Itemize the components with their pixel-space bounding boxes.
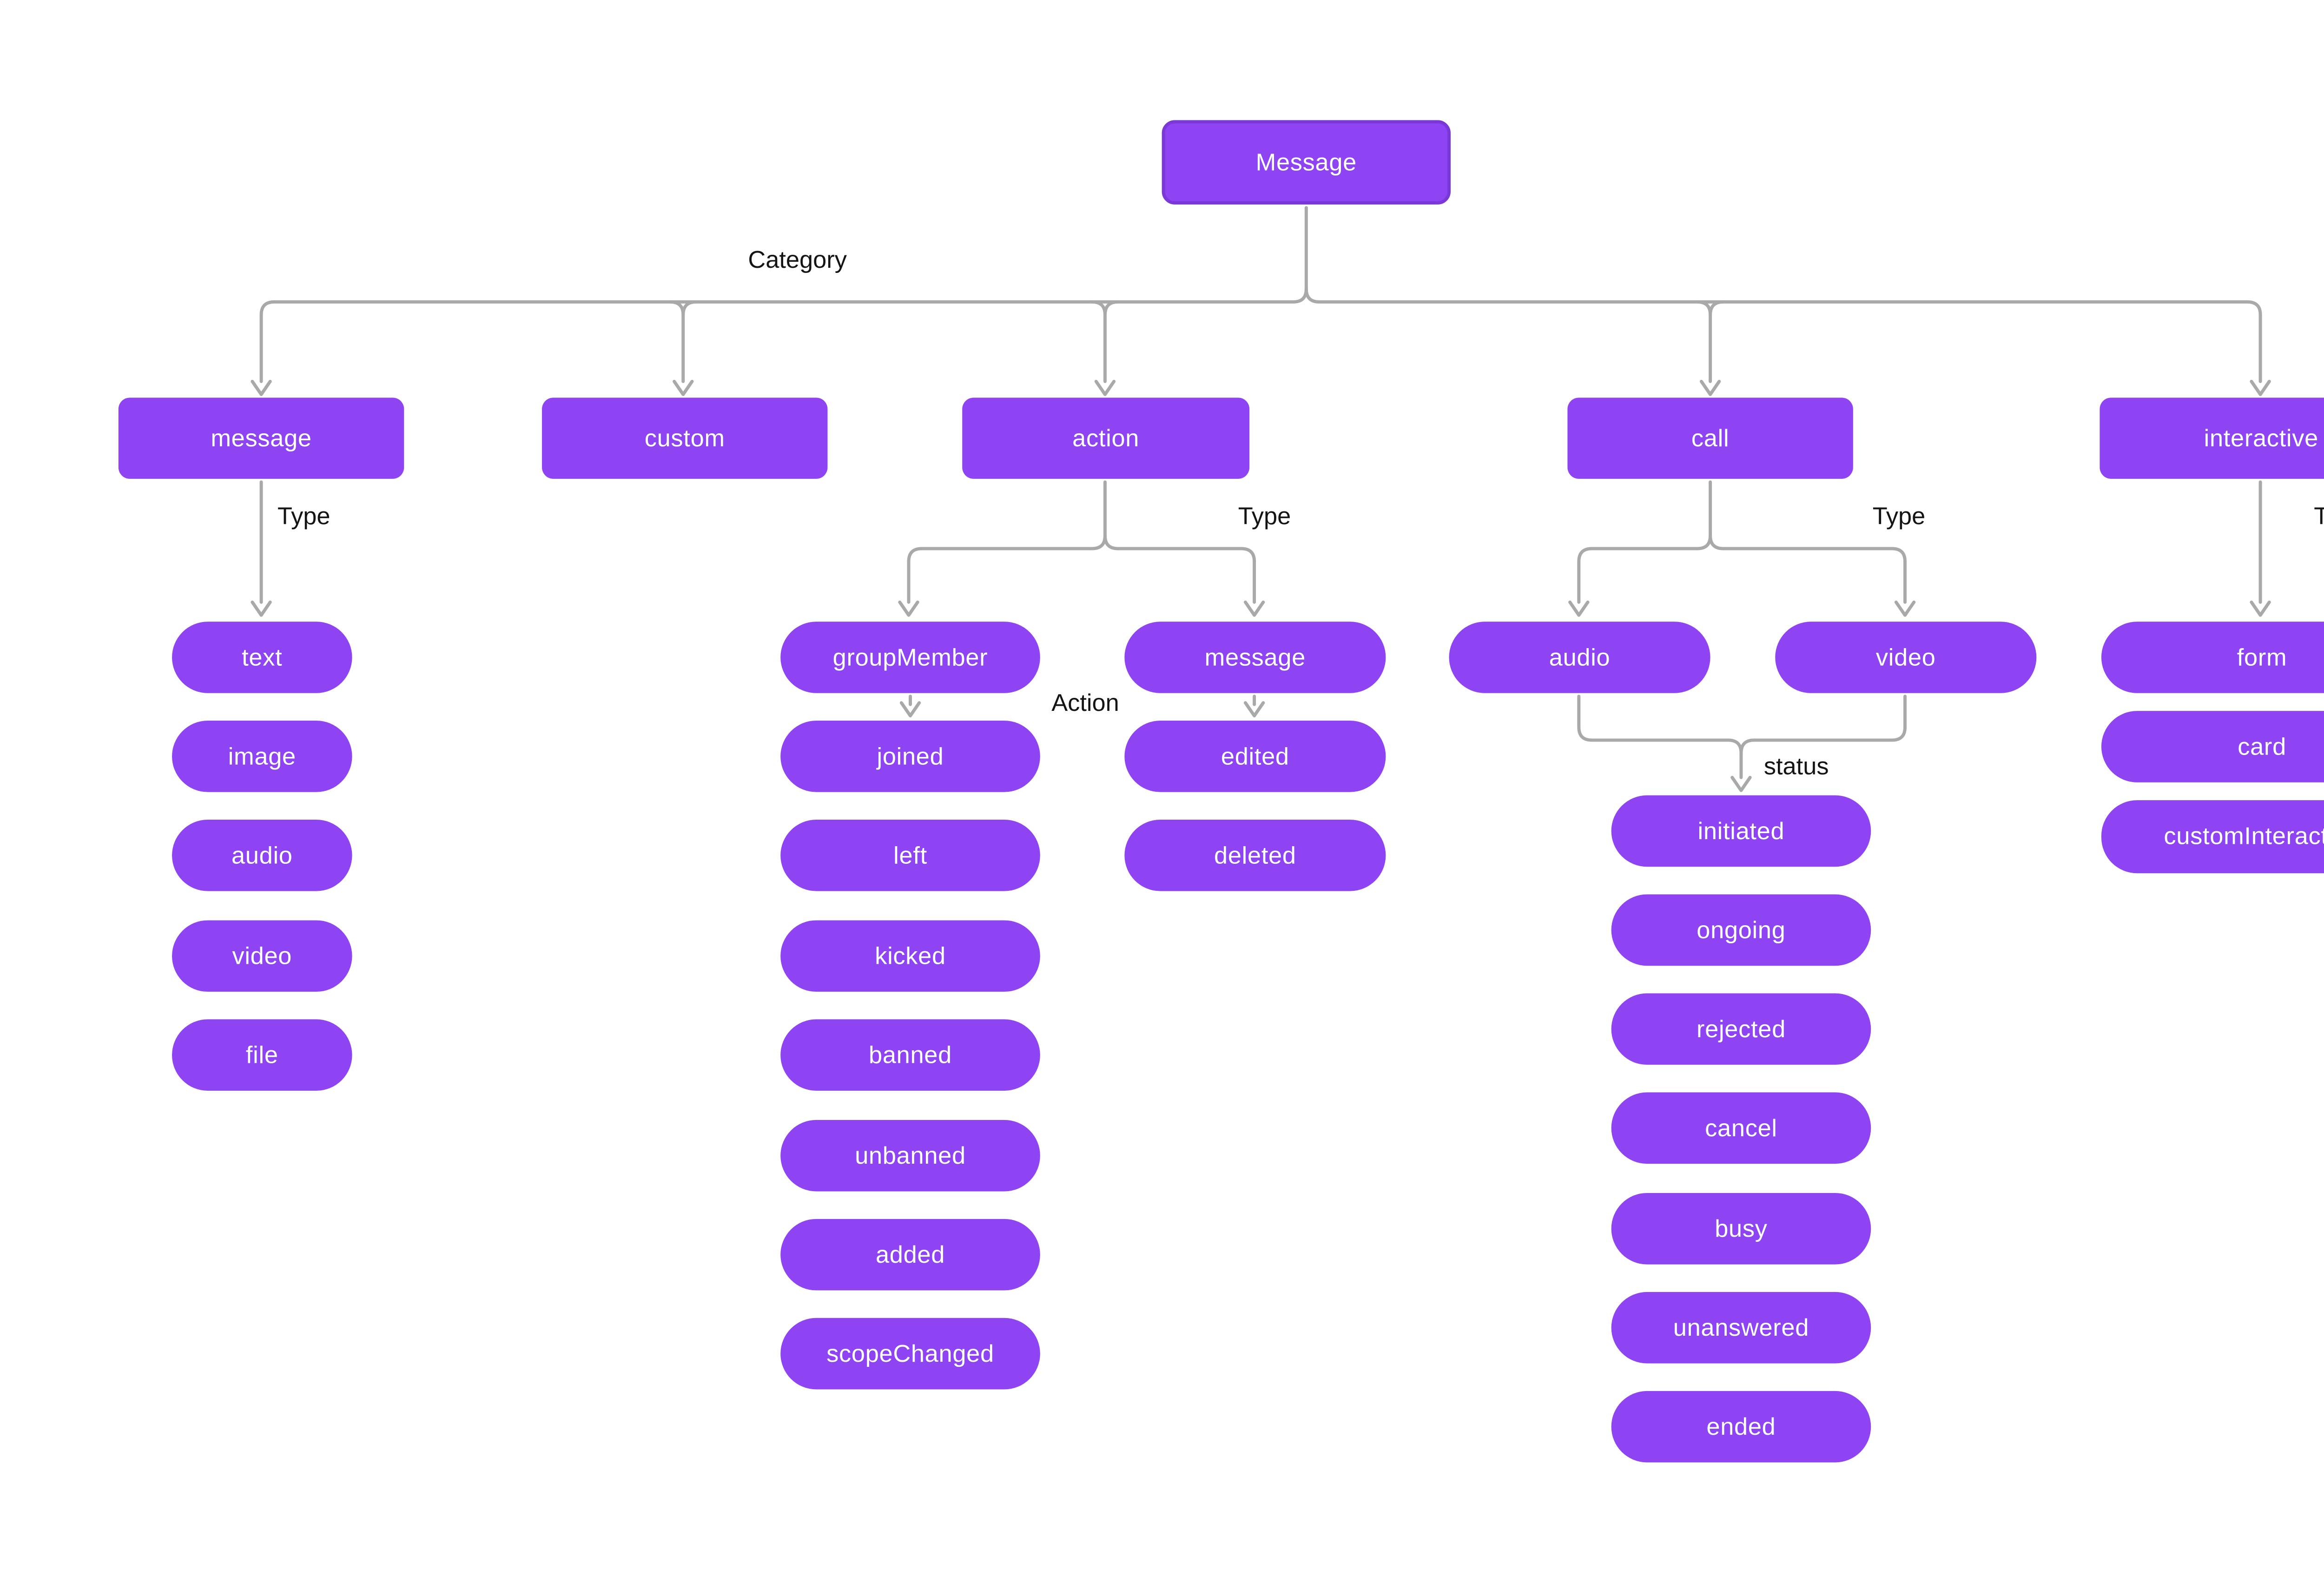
connector-drop-action <box>1090 300 1120 383</box>
node-unanswered: unanswered <box>1611 1292 1871 1364</box>
node-audio-message: audio <box>172 820 352 891</box>
node-action-message: message <box>1124 622 1386 693</box>
node-unbanned: unbanned <box>780 1120 1040 1192</box>
node-category-action: action <box>962 398 1250 479</box>
node-card: card <box>2101 711 2324 782</box>
node-cancel: cancel <box>1611 1092 1871 1164</box>
edge-label-action: Action <box>1051 689 1119 718</box>
node-file: file <box>172 1019 352 1091</box>
node-deleted: deleted <box>1124 820 1386 891</box>
connector-action-to-groupmember <box>907 480 1107 604</box>
connector-drop-custom <box>668 300 698 383</box>
connector-root-to-message <box>259 206 1308 383</box>
node-added: added <box>780 1219 1040 1291</box>
connector-root-to-interactive <box>1304 287 2262 383</box>
edge-label-type-interactive: Type <box>2314 503 2324 530</box>
node-initiated: initiated <box>1611 795 1871 867</box>
connector-video-merge <box>1739 695 1907 755</box>
edge-label-type-call: Type <box>1872 503 1926 531</box>
connector-audio-merge <box>1577 695 1743 779</box>
node-video-message: video <box>172 920 352 992</box>
edge-label-category: Category <box>748 246 847 274</box>
node-kicked: kicked <box>780 920 1040 992</box>
edge-label-status: status <box>1763 753 1829 781</box>
connector-call-to-audio <box>1577 480 1712 604</box>
node-scopechanged: scopeChanged <box>780 1318 1040 1390</box>
node-edited: edited <box>1124 721 1386 792</box>
node-groupmember: groupMember <box>780 622 1040 693</box>
node-category-call: call <box>1567 398 1853 479</box>
connector-drop-call <box>1696 300 1725 383</box>
arrowheads <box>251 379 2271 792</box>
connector-action-to-message <box>1103 534 1256 604</box>
node-custominteractive: customInteractive <box>2101 800 2324 874</box>
node-audio-call: audio <box>1449 622 1710 693</box>
node-left: left <box>780 820 1040 891</box>
node-video-call: video <box>1775 622 2037 693</box>
node-joined: joined <box>780 721 1040 792</box>
node-category-message: message <box>118 398 404 479</box>
edge-label-type-message: Type <box>277 503 330 531</box>
node-category-custom: custom <box>542 398 828 479</box>
node-image: image <box>172 721 352 792</box>
node-rejected: rejected <box>1611 993 1871 1065</box>
node-busy: busy <box>1611 1193 1871 1265</box>
node-text: text <box>172 622 352 693</box>
node-message-root: Message <box>1162 120 1451 205</box>
node-form: form <box>2101 622 2324 693</box>
node-category-interactive: interactive <box>2100 398 2324 479</box>
node-ongoing: ongoing <box>1611 894 1871 966</box>
node-ended: ended <box>1611 1391 1871 1463</box>
edge-label-type-action: Type <box>1238 503 1291 531</box>
node-banned: banned <box>780 1019 1040 1091</box>
connector-call-to-video <box>1709 534 1907 604</box>
